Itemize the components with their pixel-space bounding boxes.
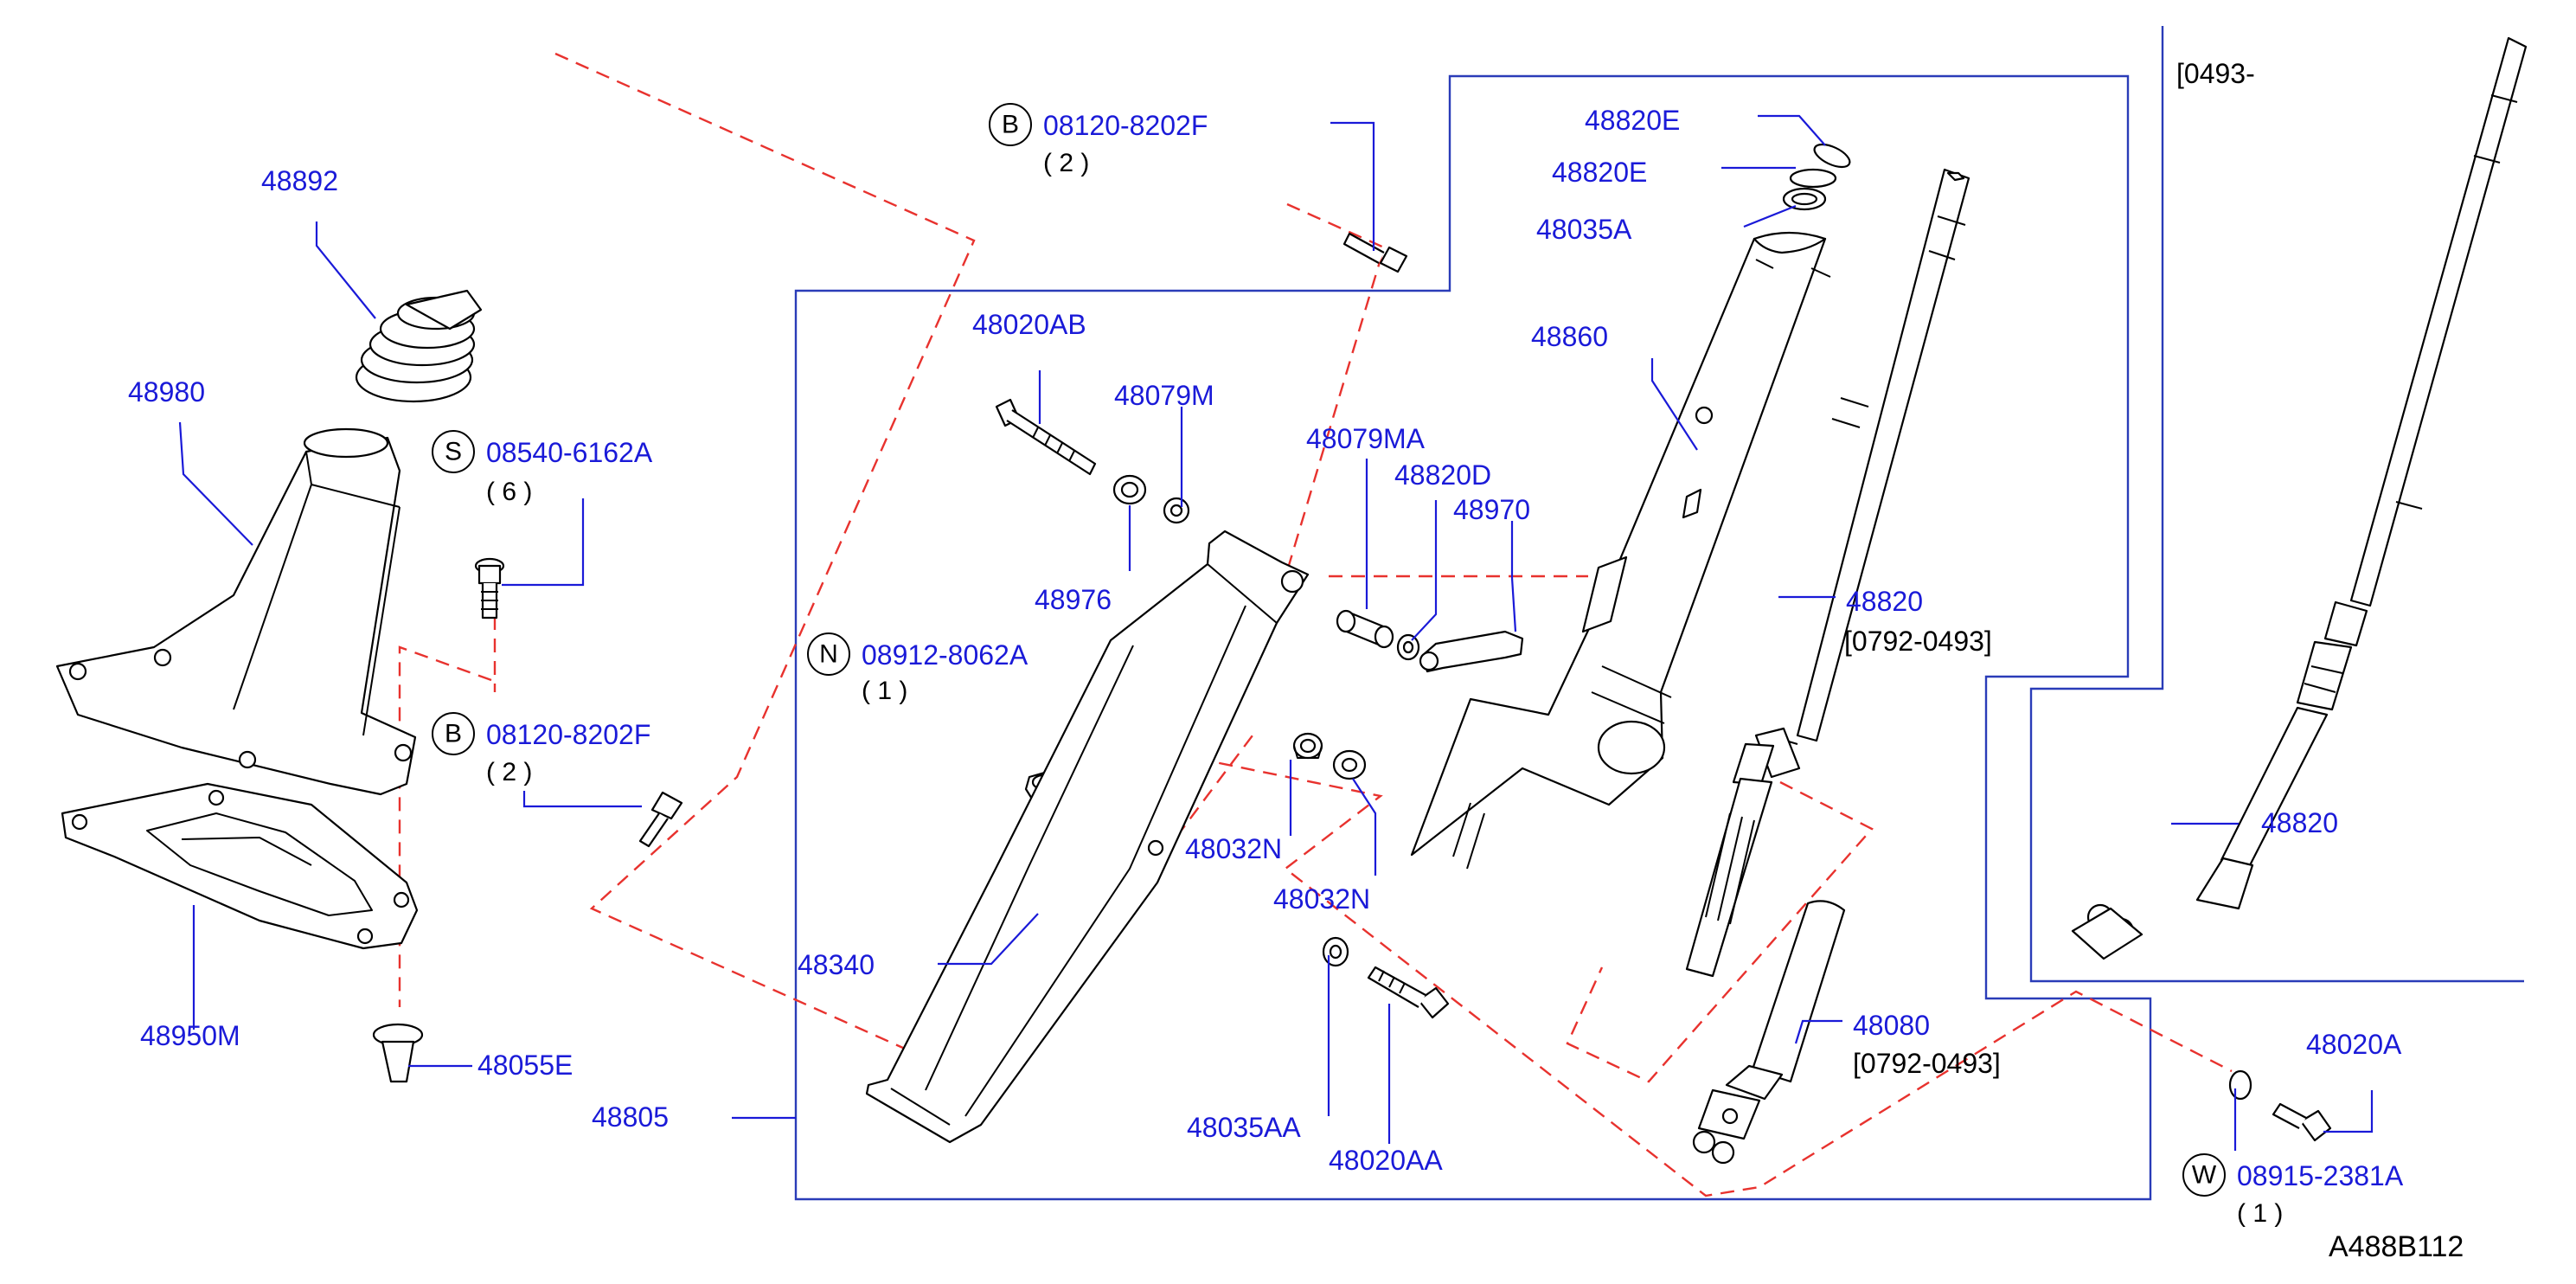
- label-48860: 48860: [1531, 321, 1608, 352]
- bracket-48340: [865, 530, 1310, 1144]
- callout-b-left-number: 08120-8202F: [486, 719, 650, 750]
- callout-b-08120-top: B 08120-8202F ( 2 ): [989, 103, 1208, 177]
- callout-w-qty: ( 1 ): [2237, 1199, 2283, 1228]
- note-48820-range: [0792-0493]: [1844, 626, 1992, 657]
- callout-s-qty: ( 6 ): [486, 478, 532, 506]
- callout-n-qty: ( 1 ): [862, 677, 907, 705]
- plate-48950M: [61, 782, 419, 950]
- washer-08915: [2228, 1069, 2252, 1101]
- label-48032N-2: 48032N: [1273, 883, 1370, 915]
- bolt-08120-left: [638, 791, 683, 848]
- dashed-bracket-group: [1209, 202, 2233, 1197]
- label-48892: 48892: [261, 165, 338, 196]
- ring-48035A: [1782, 187, 1827, 211]
- washer-48820D: [1396, 633, 1420, 661]
- leader-lines: [178, 114, 2374, 1151]
- assembly-frames: [794, 26, 2524, 1201]
- label-48032N-1: 48032N: [1185, 833, 1282, 864]
- ring-48820E-2: [1789, 168, 1837, 189]
- callout-n-number: 08912-8062A: [862, 639, 1028, 671]
- label-48079M: 48079M: [1114, 380, 1214, 411]
- callout-w-letter: W: [2192, 1161, 2217, 1190]
- dashed-screw-to-bolt: [398, 645, 492, 1007]
- bush-48079MA: [1336, 609, 1394, 649]
- label-48976: 48976: [1035, 584, 1112, 615]
- clip-48055E: [372, 1023, 424, 1083]
- note-48080-range: [0792-0493]: [1853, 1048, 2001, 1079]
- label-48055E: 48055E: [477, 1050, 573, 1081]
- diagram-reference: A488B112: [2329, 1230, 2464, 1263]
- note-right-range: [0493-: [2176, 58, 2255, 89]
- callout-b-left-qty: ( 2 ): [486, 758, 532, 786]
- label-48035AA: 48035AA: [1187, 1112, 1301, 1143]
- callout-b-top-letter: B: [1002, 111, 1019, 139]
- label-48950M: 48950M: [140, 1020, 240, 1051]
- nut-48079M: [1163, 497, 1190, 524]
- bolt-48020AB: [995, 398, 1097, 476]
- callout-w-08915: W 08915-2381A ( 1 ): [2182, 1153, 2404, 1228]
- screw-08540: [474, 557, 505, 620]
- spacer-48032N-2: [1332, 749, 1367, 780]
- boot-48892: [355, 289, 483, 403]
- label-48980: 48980: [128, 376, 205, 408]
- label-48820-right: 48820: [2261, 807, 2338, 838]
- bolt-08120-top: [1342, 232, 1408, 273]
- label-48820D: 48820D: [1394, 459, 1491, 491]
- callout-b-08120-left: B 08120-8202F ( 2 ): [432, 712, 650, 786]
- label-48080: 48080: [1853, 1010, 1930, 1041]
- shaft-48820-middle: [1685, 168, 1970, 978]
- label-48970: 48970: [1453, 494, 1530, 525]
- shaft-48820-right: [2071, 36, 2528, 960]
- callout-b-left-letter: B: [445, 720, 462, 748]
- label-48340: 48340: [798, 949, 875, 980]
- callout-b-top-qty: ( 2 ): [1043, 149, 1089, 177]
- boot-48980: [55, 427, 417, 796]
- column-tube-48860: [1410, 231, 1831, 870]
- bolt-48020A: [2272, 1102, 2332, 1142]
- label-48035A: 48035A: [1536, 214, 1632, 245]
- label-48820-middle: 48820: [1846, 586, 1923, 617]
- label-48079MA: 48079MA: [1306, 423, 1426, 454]
- callout-n-08912: N 08912-8062A ( 1 ): [807, 632, 1028, 705]
- shaft-48080: [1692, 900, 1846, 1165]
- part-labels: 48892 48980 48950M 48055E 48805 48340 48…: [128, 58, 2464, 1263]
- dashed-boot-group: [554, 52, 976, 1050]
- callout-s-08540: S 08540-6162A ( 6 ): [432, 430, 653, 506]
- label-48805: 48805: [592, 1101, 669, 1133]
- label-48020AA: 48020AA: [1329, 1145, 1443, 1176]
- label-48820E-second: 48820E: [1552, 157, 1647, 188]
- frame-right-variant: [2029, 26, 2524, 983]
- spacer-48032N-1: [1292, 732, 1323, 760]
- label-48820E-top: 48820E: [1585, 105, 1680, 136]
- callout-s-number: 08540-6162A: [486, 437, 653, 468]
- bolt-48020AA: [1367, 966, 1450, 1019]
- fastener-callouts: S 08540-6162A ( 6 ) B 08120-8202F ( 2 ) …: [432, 103, 2404, 1228]
- lever-48970: [1419, 630, 1524, 673]
- label-48020A: 48020A: [2306, 1029, 2402, 1060]
- frame-48805: [794, 74, 2152, 1201]
- washer-48035AA: [1322, 936, 1349, 967]
- label-48020AB: 48020AB: [972, 309, 1086, 340]
- callout-w-number: 08915-2381A: [2237, 1160, 2404, 1191]
- dashed-48080-box: [1566, 780, 1874, 1083]
- washer-48976: [1112, 474, 1147, 505]
- ring-48820E-1: [1813, 143, 1851, 169]
- callout-b-top-number: 08120-8202F: [1043, 110, 1208, 141]
- callout-n-letter: N: [819, 640, 838, 669]
- callout-s-letter: S: [445, 438, 462, 466]
